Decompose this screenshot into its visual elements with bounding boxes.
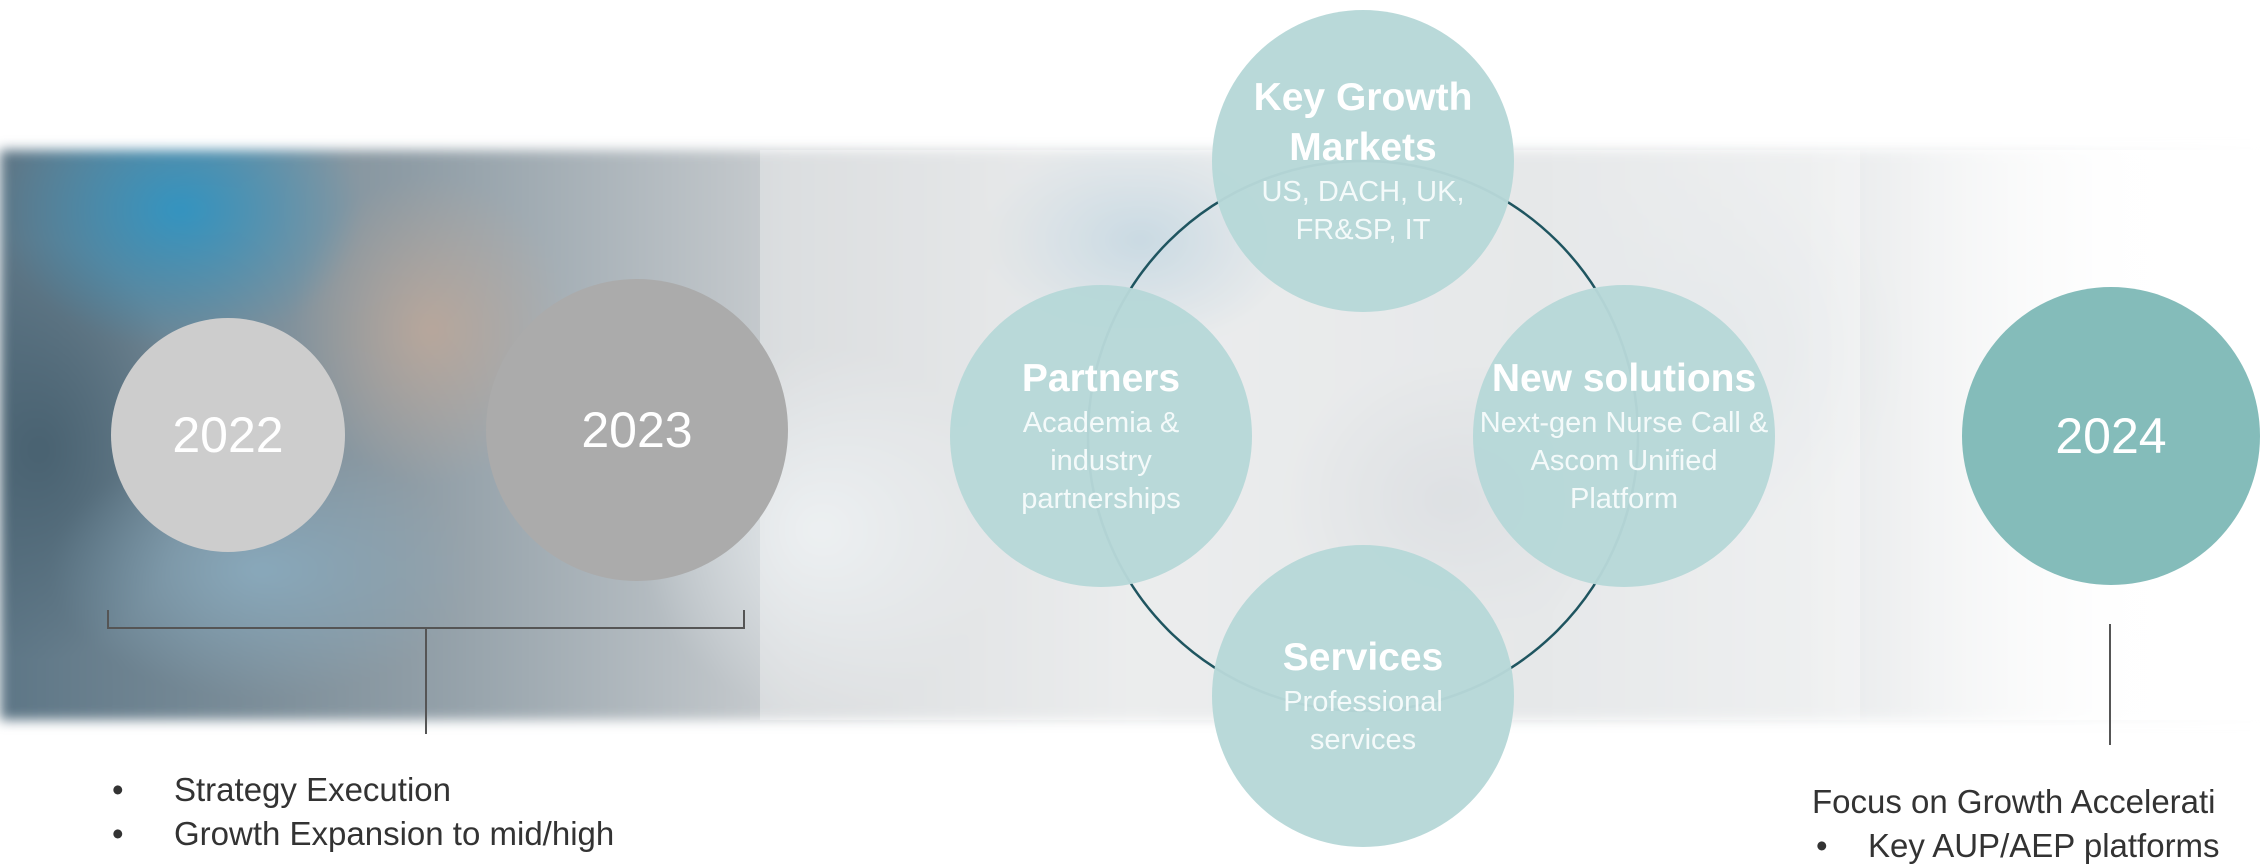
services-title: Services <box>1282 636 1444 679</box>
year-2024-label: 2024 <box>2055 408 2167 464</box>
key-growth-markets-title: Key Growth Markets <box>1253 76 1473 169</box>
focus-2024: Focus on Growth Accelerati • Key AUP/AEP… <box>1812 780 2220 868</box>
year-2022-circle: 2022 <box>111 318 345 552</box>
services-circle: Services Professional services <box>1212 545 1514 847</box>
bullet-dot: • <box>112 815 124 852</box>
year-2023-label: 2023 <box>581 402 693 458</box>
bullet-item: • Strategy Execution <box>104 768 614 812</box>
year-2023-circle: 2023 <box>486 279 788 581</box>
key-growth-markets-subtitle: US, DACH, UK, FR&SP, IT <box>1261 176 1465 246</box>
focus-2024-item-text: Key AUP/AEP platforms <box>1868 827 2220 864</box>
timeline-bracket <box>107 610 745 734</box>
key-growth-markets-circle: Key Growth Markets US, DACH, UK, FR&SP, … <box>1212 10 1514 312</box>
bullet-dot: • <box>112 771 124 808</box>
bullets-2022-2023: • Strategy Execution • Growth Expansion … <box>104 768 614 856</box>
new-solutions-subtitle: Next-gen Nurse Call & Ascom Unified Plat… <box>1479 407 1769 515</box>
bullet-text: Growth Expansion to mid/high <box>174 815 615 852</box>
partners-circle: Partners Academia & industry partnership… <box>950 285 1252 587</box>
services-subtitle: Professional services <box>1283 686 1443 756</box>
new-solutions-title: New solutions <box>1491 357 1757 400</box>
partners-subtitle: Academia & industry partnerships <box>1021 407 1181 515</box>
focus-2024-item: • Key AUP/AEP platforms <box>1812 824 2220 868</box>
year-2024-circle: 2024 <box>1962 287 2260 585</box>
year-2022-label: 2022 <box>172 407 284 463</box>
bullet-item: • Growth Expansion to mid/high <box>104 812 614 856</box>
focus-2024-heading: Focus on Growth Accelerati <box>1812 783 2216 820</box>
bullet-dot: • <box>1816 827 1828 864</box>
new-solutions-circle: New solutions Next-gen Nurse Call & Asco… <box>1473 285 1775 587</box>
partners-title: Partners <box>1021 357 1181 400</box>
bullet-text: Strategy Execution <box>174 771 451 808</box>
